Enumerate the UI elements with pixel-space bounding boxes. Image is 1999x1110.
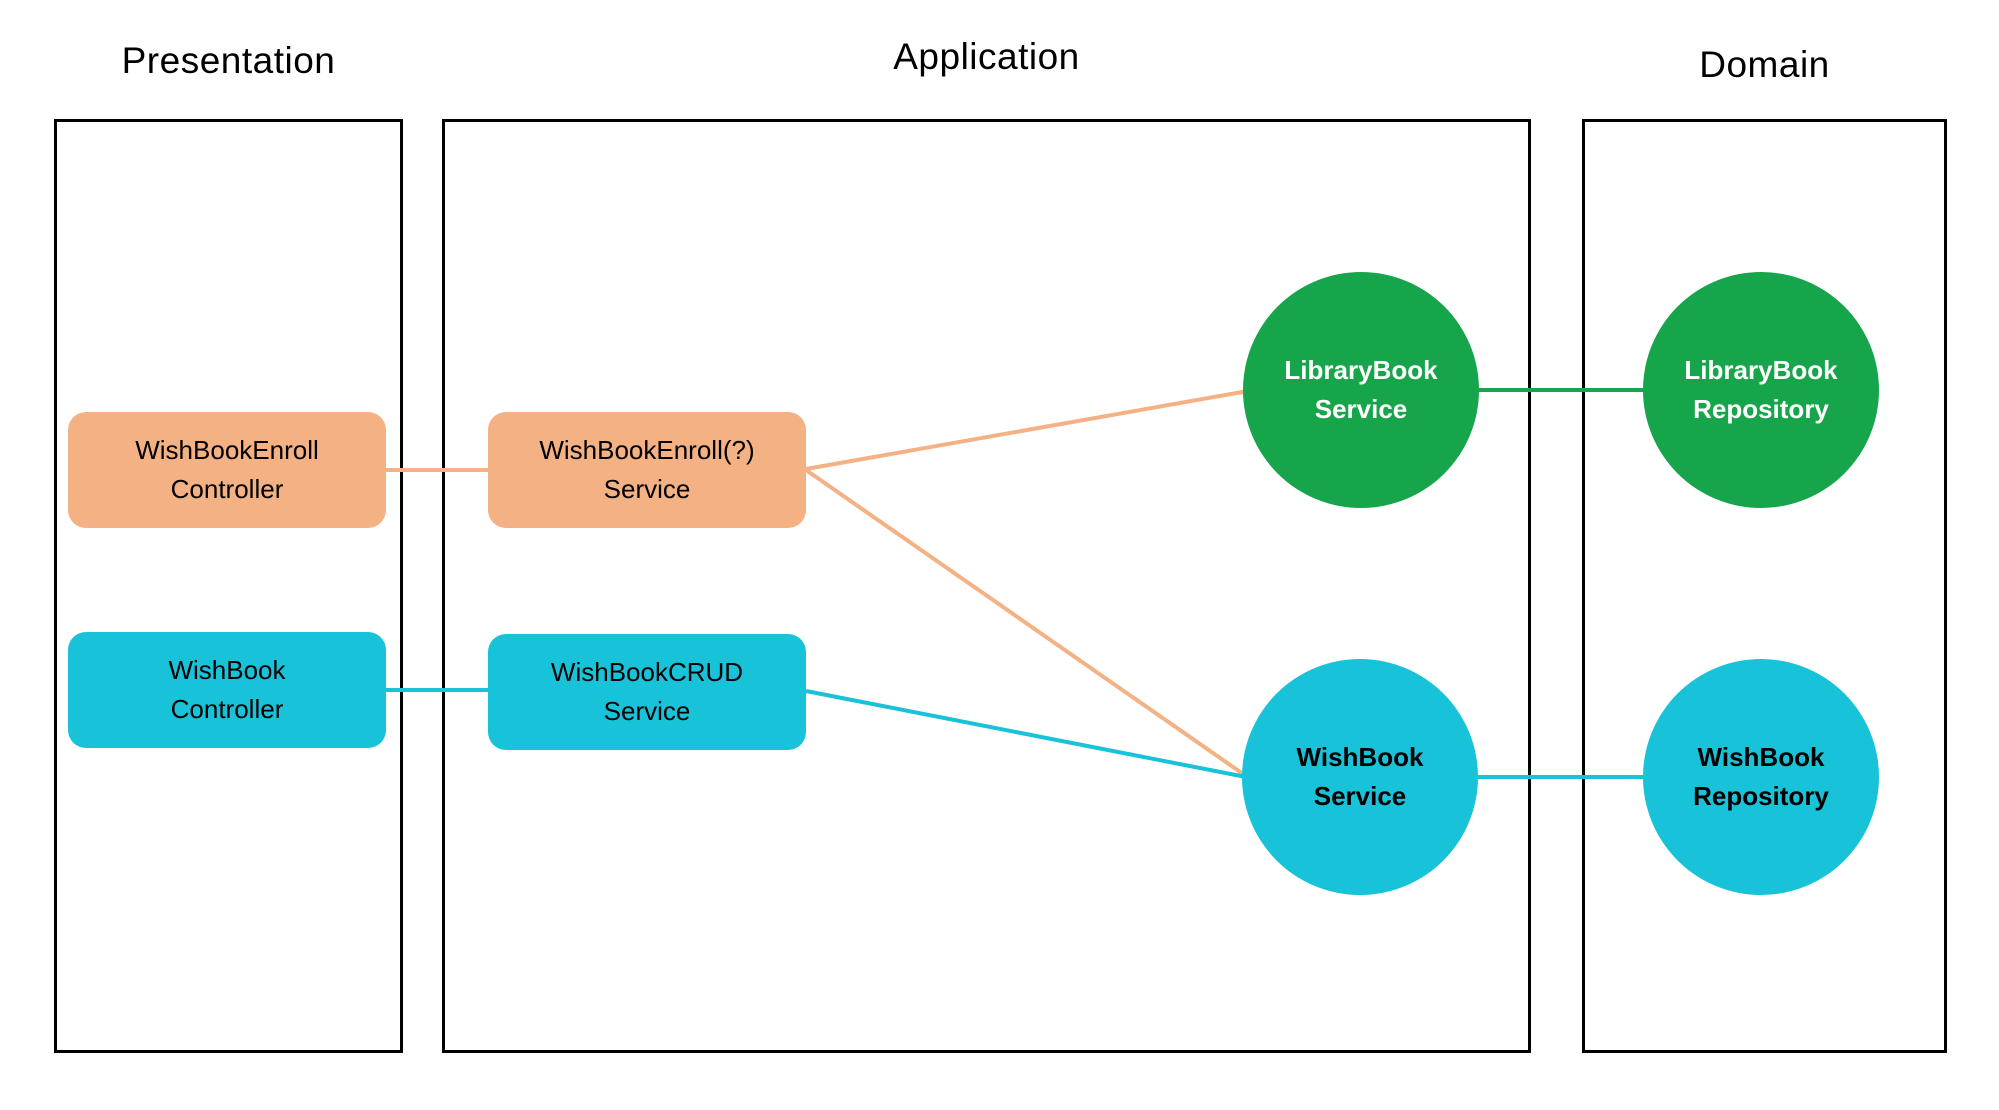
column-title-application: Application [893,36,1080,77]
node-wishbook-service: WishBook Service [1242,659,1478,895]
application-layer-box [442,119,1531,1053]
node-label: Repository [1693,394,1829,424]
edge-wishbookenroll-service-to-librarybook-service [805,389,1249,471]
node-label: Service [1314,394,1408,424]
node-label: WishBookEnroll(?) [539,435,755,465]
node-label: Service [603,474,691,504]
node-wishbookcrud-service: WishBookCRUD Service [488,634,806,750]
node-label: Service [1313,781,1407,811]
edge-wishbookenroll-service-to-wishbook-service [804,468,1248,778]
node-wishbookenroll-controller: WishBookEnroll Controller [68,412,386,528]
node-label: Service [603,696,691,726]
node-label: WishBook [1697,742,1825,772]
node-librarybook-repository: LibraryBook Repository [1643,272,1879,508]
edge-wishbookcrud-service-to-wishbook-service [805,689,1247,779]
domain-layer-box [1582,119,1947,1053]
node-label: WishBook [1296,742,1424,772]
node-label: LibraryBook [1284,355,1438,385]
node-librarybook-service: LibraryBook Service [1243,272,1479,508]
node-wishbook-controller: WishBook Controller [68,632,386,748]
column-title-domain: Domain [1699,44,1830,85]
column-title-presentation: Presentation [121,40,336,81]
node-wishbookenroll-service: WishBookEnroll(?) Service [488,412,806,528]
node-label: WishBookEnroll [135,435,319,465]
presentation-layer-box [54,119,403,1053]
node-label: LibraryBook [1684,355,1838,385]
node-label: Controller [170,694,284,724]
node-label: WishBookCRUD [550,657,744,687]
node-wishbook-repository: WishBook Repository [1643,659,1879,895]
node-label: Controller [170,474,284,504]
node-label: Repository [1693,781,1829,811]
node-label: WishBook [168,655,286,685]
